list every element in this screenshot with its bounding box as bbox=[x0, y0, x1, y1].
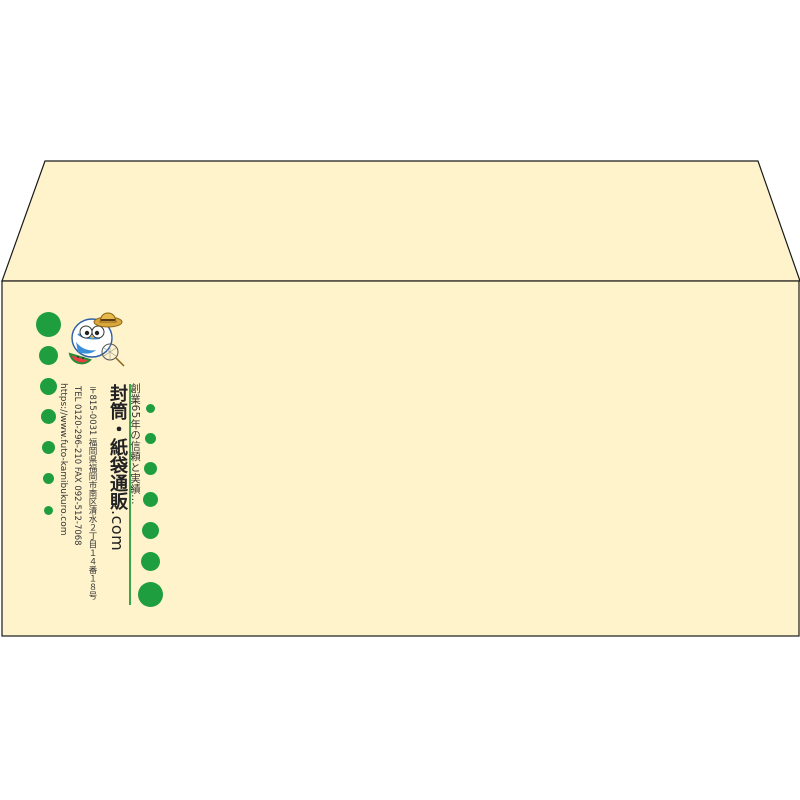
envelope-body bbox=[1, 280, 800, 637]
decorative-dot bbox=[138, 582, 163, 607]
tagline-text: 創業65年の信頼と実績… bbox=[129, 383, 141, 505]
decorative-dot bbox=[143, 492, 158, 507]
owl-mascot-with-hat-icon bbox=[68, 312, 125, 367]
envelope-flap bbox=[1, 160, 800, 282]
decorative-dot bbox=[40, 378, 57, 395]
decorative-dot bbox=[42, 441, 55, 454]
decorative-dot bbox=[145, 433, 156, 444]
brand-name-text: 封筒・紙袋通販 bbox=[107, 384, 128, 510]
brand-domain-text: .com bbox=[108, 510, 127, 552]
decorative-dot bbox=[141, 552, 160, 571]
decorative-dot bbox=[39, 346, 58, 365]
address-text: 〒815-0031 福岡県福岡市南区清水２丁目１４番１８号 bbox=[87, 386, 97, 600]
decorative-dot bbox=[41, 409, 56, 424]
brand-underline bbox=[129, 384, 131, 605]
brand-name: 封筒・紙袋通販.com bbox=[104, 384, 130, 551]
website-url-text: https://www.futo-kamibukuro.com bbox=[58, 383, 68, 536]
decorative-dot bbox=[144, 462, 157, 475]
decorative-dot bbox=[146, 404, 155, 413]
decorative-dot bbox=[142, 522, 159, 539]
decorative-dot bbox=[44, 506, 53, 515]
tel-fax-text: TEL 0120-296-210 FAX 092-512-7068 bbox=[72, 386, 82, 546]
decorative-dot bbox=[36, 312, 61, 337]
decorative-dot bbox=[43, 473, 54, 484]
